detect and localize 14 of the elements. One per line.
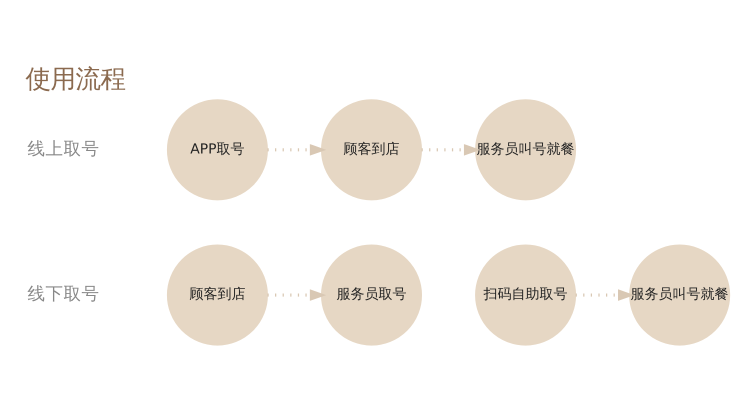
arrow [576, 288, 634, 300]
node-circle: 服务员取号 [320, 244, 422, 346]
label: 线下取号 [27, 284, 100, 304]
node-circle: 服务员叫号就餐 [475, 98, 576, 200]
diagram-title: 使用流程 [25, 64, 126, 93]
node-circle: 扫码自助取号 [475, 244, 576, 346]
arrow [267, 288, 326, 300]
label: 线上取号 [27, 139, 100, 159]
node-circle: 顾客到店 [166, 244, 268, 346]
node-circle: 服务员叫号就餐 [629, 244, 730, 346]
node-circle: 顾客到店 [320, 98, 422, 200]
arrow [267, 144, 326, 156]
node-circle: APP取号 [166, 98, 268, 200]
arrow [422, 144, 480, 156]
